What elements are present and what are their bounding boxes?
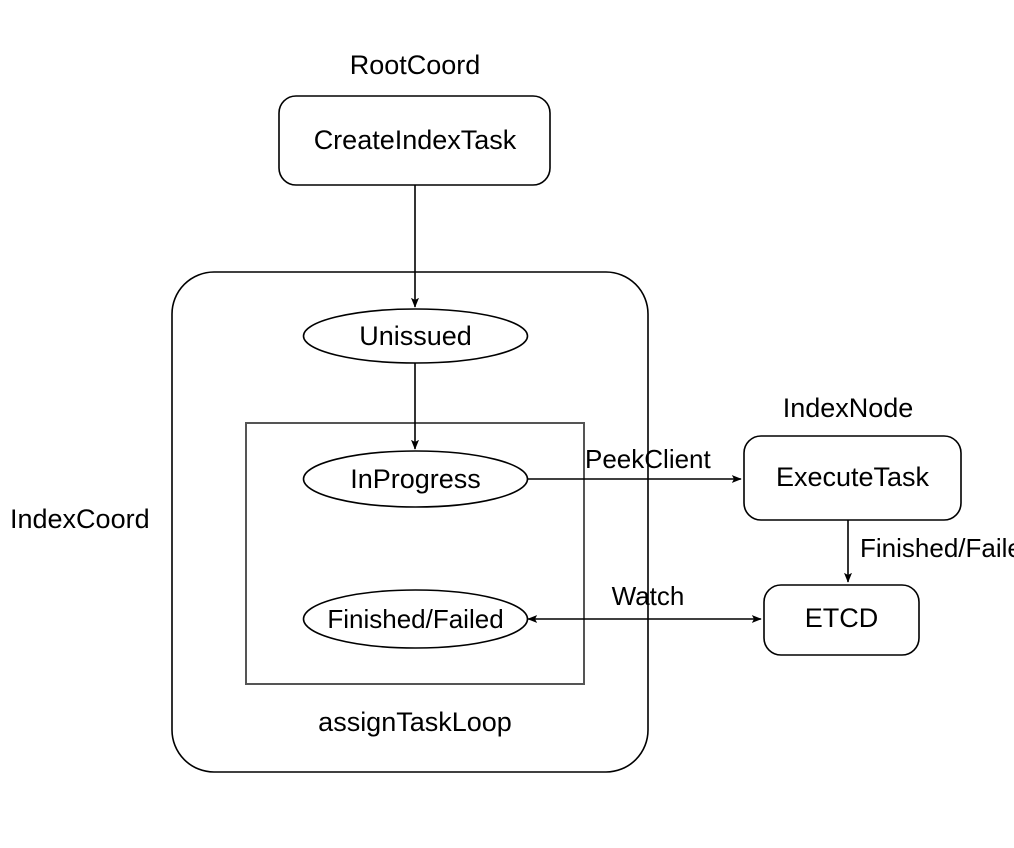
node-etcd[interactable]: ETCD — [763, 584, 920, 656]
node-execute-task-shape[interactable] — [743, 435, 962, 521]
node-etcd-label: ETCD — [805, 603, 879, 633]
node-inprogress-label: InProgress — [350, 464, 481, 494]
node-unissued[interactable]: Unissued — [302, 308, 529, 364]
node-execute-task-label: ExecuteTask — [776, 462, 930, 492]
node-finished-failed-state-shape[interactable] — [302, 589, 529, 649]
node-etcd-shape[interactable] — [763, 584, 920, 656]
node-create-index-task-shape[interactable] — [278, 95, 551, 186]
group-label-indexcoord: IndexCoord — [10, 504, 150, 534]
node-unissued-shape[interactable] — [302, 308, 529, 364]
group-label-assigntaskloop: assignTaskLoop — [318, 707, 512, 737]
group-indexcoord-box — [171, 271, 649, 773]
node-unissued-label: Unissued — [359, 321, 472, 351]
node-create-index-task[interactable]: CreateIndexTask — [278, 95, 551, 186]
group-label-rootcoord: RootCoord — [350, 50, 481, 80]
edge-label-watch: Watch — [612, 581, 685, 611]
node-finished-failed-state[interactable]: Finished/Failed — [302, 589, 529, 649]
node-inprogress-shape[interactable] — [302, 450, 529, 508]
node-finished-failed-state-label: Finished/Failed — [327, 604, 503, 634]
node-execute-task[interactable]: ExecuteTask — [743, 435, 962, 521]
edge-label-finished-failed: Finished/Failed — [860, 533, 1014, 563]
node-inprogress[interactable]: InProgress — [302, 450, 529, 508]
node-create-index-task-label: CreateIndexTask — [314, 125, 517, 155]
group-label-indexnode: IndexNode — [783, 393, 914, 423]
edge-label-peekclient: PeekClient — [585, 444, 712, 474]
